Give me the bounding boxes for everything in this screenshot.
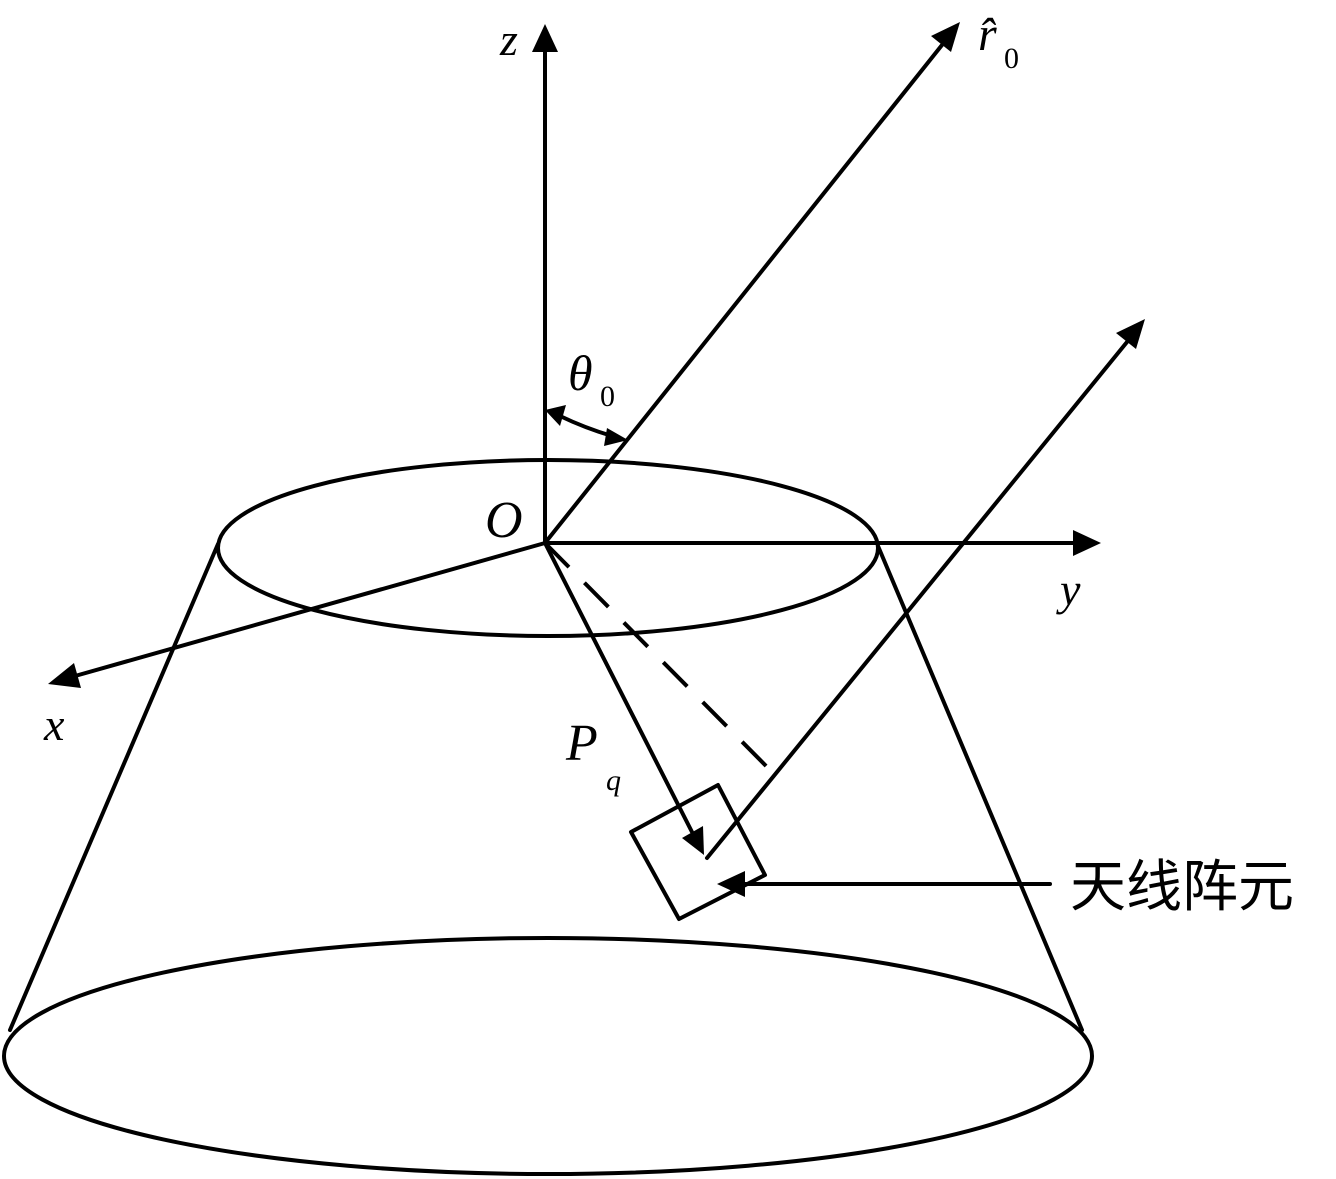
r0-direction-arrowhead <box>931 22 960 52</box>
x-axis-line <box>73 541 547 678</box>
z-axis-arrowhead <box>532 24 558 52</box>
pq-subscript: q <box>606 764 621 797</box>
theta-arc-arrowhead-right <box>604 428 628 446</box>
r0-subscript: 0 <box>1004 42 1019 75</box>
y-axis-label: y <box>1056 564 1081 615</box>
cone-left-edge <box>8 542 220 1032</box>
origin-label: O <box>485 492 523 549</box>
z-axis-label: z <box>499 14 518 65</box>
r0-label: r̂ <box>978 8 997 61</box>
element-direction-arrowhead <box>1116 319 1145 349</box>
pq-label: P <box>565 715 598 772</box>
x-axis-label: x <box>43 699 65 750</box>
antenna-pointer-arrowhead <box>717 871 745 897</box>
theta-label: θ <box>568 345 593 401</box>
theta-arc-arrowhead-left <box>545 405 566 426</box>
x-axis-arrowhead <box>48 663 81 688</box>
pq-vector-arrowhead <box>682 826 704 855</box>
y-axis-arrowhead <box>1073 530 1101 556</box>
theta-subscript: 0 <box>600 380 615 413</box>
r0-direction-line <box>543 43 944 545</box>
theta-angle-arc <box>558 414 614 438</box>
antenna-element-label: 天线阵元 <box>1070 855 1294 920</box>
pq-vector-line <box>543 541 694 834</box>
cone-right-edge <box>876 544 1084 1032</box>
element-direction-line <box>705 340 1129 860</box>
antenna-element-square <box>629 783 767 921</box>
bottom-ellipse <box>2 936 1094 1176</box>
